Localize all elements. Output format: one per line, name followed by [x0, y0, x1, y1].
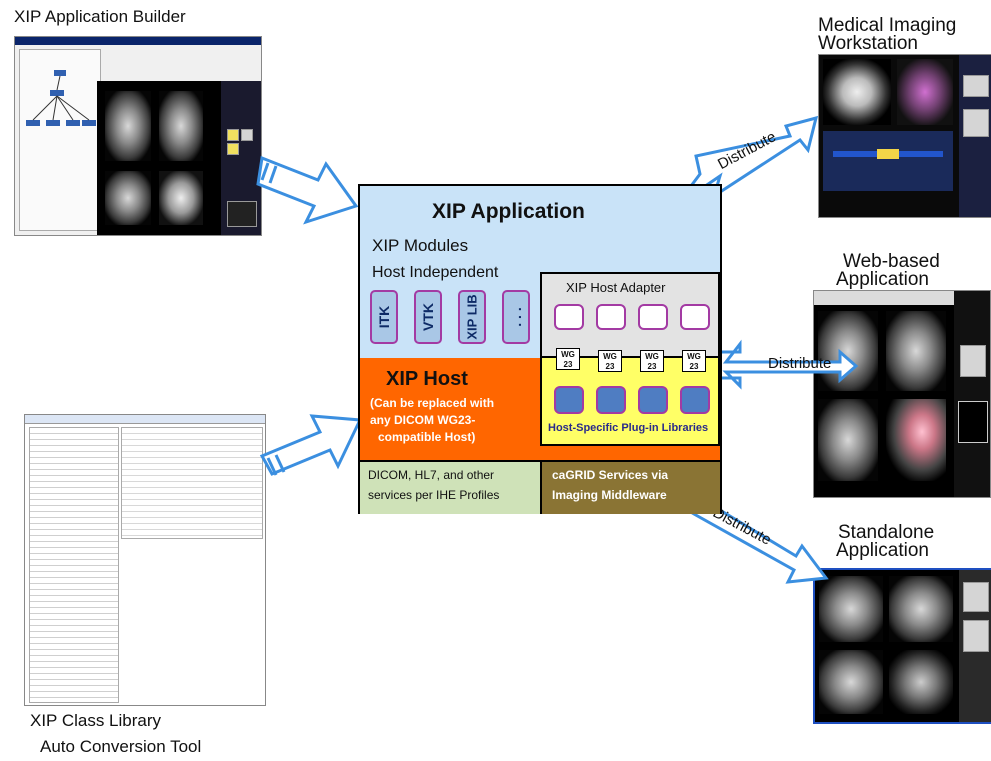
standalone-sagittal	[819, 576, 883, 642]
sagittal-slice	[159, 91, 203, 161]
timeline-panel	[823, 131, 953, 191]
module-xip-lib: XIP LIB	[458, 290, 486, 344]
titlebar	[25, 415, 265, 424]
standalone-coronal	[889, 576, 953, 642]
class-tree	[29, 427, 119, 703]
host-independent-label: Host Independent	[372, 264, 499, 281]
plugin-libraries-label: Host-Specific Plug-in Libraries	[548, 422, 709, 434]
web-coronal	[818, 311, 878, 391]
titlebar	[15, 37, 261, 45]
module-more-label: . . .	[508, 307, 524, 327]
module-vtk: VTK	[414, 290, 442, 344]
axial-slice	[105, 171, 151, 225]
browser-toolbar	[814, 291, 990, 305]
adapter-slot-2	[596, 304, 626, 330]
caption-class-library-line2: Auto Conversion Tool	[40, 737, 202, 756]
standalone-screenshot	[813, 568, 991, 724]
services-left-line1: DICOM, HL7, and other	[368, 468, 495, 482]
distribute-arrow-bottom	[681, 496, 829, 584]
web-3d	[886, 399, 946, 481]
module-itk-label: ITK	[376, 305, 392, 329]
standalone-axial	[819, 650, 883, 714]
services-cagrid: caGRID Services via Imaging Middleware	[540, 460, 720, 514]
web-app-screenshot	[813, 290, 991, 498]
input-arrow-top	[256, 155, 359, 225]
xip-host-adapter: XIP Host Adapter	[540, 272, 720, 358]
caption-class-library-line1: XIP Class Library	[30, 711, 162, 730]
standalone-3d	[889, 650, 953, 714]
adapter-slot-4	[680, 304, 710, 330]
host-subtitle-2: any DICOM WG23-	[370, 413, 476, 427]
web-tools	[954, 291, 990, 497]
pink-render	[897, 59, 953, 125]
app-builder-screenshot	[14, 36, 262, 236]
distribute-arrow-middle	[714, 339, 859, 390]
input-arrow-bottom	[259, 414, 363, 476]
plugin-library-4	[680, 386, 710, 414]
tool-panel	[221, 81, 261, 235]
services-left-line2: services per IHE Profiles	[368, 488, 500, 502]
adapter-slot-1	[554, 304, 584, 330]
volume-render	[159, 171, 203, 225]
caption-standalone-line1: Standalone	[838, 522, 935, 543]
host-subtitle-3: compatible Host)	[378, 430, 476, 444]
skull-render	[823, 59, 891, 125]
plugin-library-1	[554, 386, 584, 414]
web-sagittal	[886, 311, 946, 391]
workstation-tools	[959, 55, 991, 217]
caption-workstation-line2: Workstation	[818, 33, 918, 54]
services-ihe: DICOM, HL7, and other services per IHE P…	[360, 460, 540, 514]
caption-standalone-line2: Application	[836, 540, 929, 561]
module-vtk-label: VTK	[420, 303, 436, 331]
xip-architecture-box: XIP Application XIP Modules Host Indepen…	[358, 184, 722, 514]
workstation-screenshot	[818, 54, 991, 218]
viewer-panel	[97, 81, 261, 235]
standalone-tools	[959, 570, 991, 722]
web-axial	[818, 399, 878, 481]
services-right-line1: caGRID Services via	[552, 468, 669, 482]
app-title: XIP Application	[432, 200, 585, 223]
plugin-library-3	[638, 386, 668, 414]
property-grid	[121, 427, 263, 539]
host-subtitle-1: (Can be replaced with	[370, 396, 495, 410]
module-itk: ITK	[370, 290, 398, 344]
adapter-slot-3	[638, 304, 668, 330]
caption-app-builder: XIP Application Builder	[14, 7, 186, 26]
module-more: . . .	[502, 290, 530, 344]
modules-title: XIP Modules	[372, 236, 469, 255]
class-library-screenshot	[24, 414, 266, 706]
plugin-library-2	[596, 386, 626, 414]
coronal-slice	[105, 91, 151, 161]
caption-web-line1: Web-based	[843, 251, 940, 272]
distribute-label-middle: Distribute	[768, 355, 832, 372]
module-xip-lib-label: XIP LIB	[464, 294, 480, 340]
host-adapter-label: XIP Host Adapter	[566, 280, 666, 295]
caption-workstation-line1: Medical Imaging	[818, 15, 957, 36]
services-right-line2: Imaging Middleware	[552, 488, 667, 502]
node-graph	[26, 70, 96, 126]
host-title: XIP Host	[386, 368, 468, 390]
caption-web-line2: Application	[836, 269, 929, 290]
